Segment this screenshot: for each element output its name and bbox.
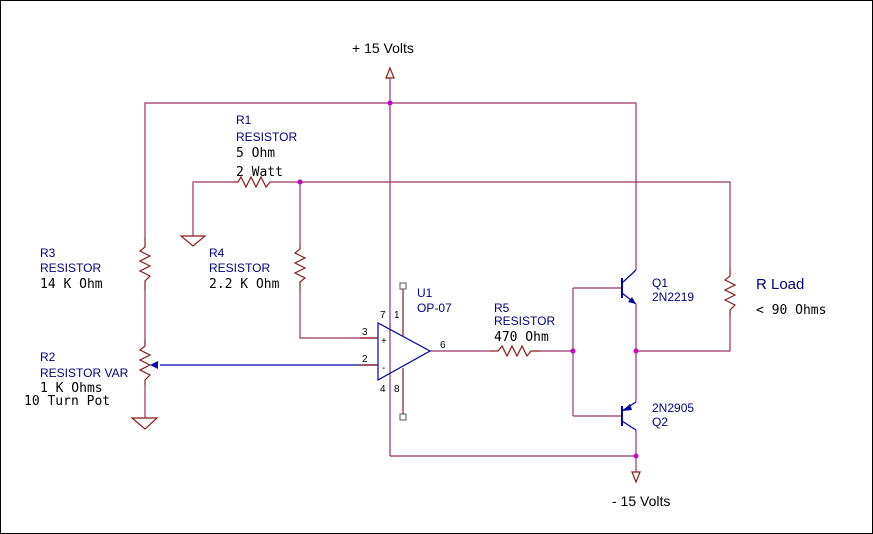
q2-part: 2N2905 — [652, 401, 694, 415]
u1-pin-6: 6 — [440, 340, 446, 351]
r5-value: 470 Ohm — [494, 330, 549, 345]
u1-pin-7: 7 — [380, 310, 386, 321]
r4-type: RESISTOR — [209, 261, 270, 275]
u1-ref: U1 — [417, 286, 433, 300]
r5-type: RESISTOR — [494, 314, 555, 328]
junction-dots — [297, 100, 639, 459]
negative-supply-label: - 15 Volts — [612, 493, 670, 509]
u1-opamp — [360, 282, 432, 421]
q1-part: 2N2219 — [652, 290, 694, 304]
r2-wiper-arrow-icon — [150, 361, 158, 369]
u1-pin-3: 3 — [362, 327, 368, 338]
load-resistor-symbol — [723, 270, 737, 316]
r3-resistor-symbol — [138, 238, 152, 290]
q2-pnp-transistor — [621, 401, 637, 431]
u1-pin-2: 2 — [362, 354, 368, 365]
r2-potentiometer-symbol — [138, 340, 152, 385]
negative-supply-symbol — [631, 471, 641, 484]
r1-resistor-symbol — [234, 175, 271, 189]
r4-value: 2.2 K Ohm — [209, 277, 280, 292]
r2-ref: R2 — [40, 350, 56, 364]
u1-pin-1: 1 — [394, 310, 400, 321]
positive-supply-symbol — [385, 66, 395, 79]
r5-resistor-symbol — [490, 344, 540, 358]
q2-ref: Q2 — [652, 415, 668, 429]
u1-plus-sign: + — [381, 336, 387, 347]
u1-pin-4: 4 — [380, 384, 386, 395]
wiring — [144, 78, 731, 472]
ground-symbol-r1 — [179, 235, 207, 247]
r3-ref: R3 — [40, 246, 56, 260]
q1-npn-transistor — [621, 269, 637, 305]
r3-value: 14 K Ohm — [40, 277, 103, 292]
r2-type: RESISTOR VAR — [40, 366, 129, 380]
load-label: R Load — [756, 276, 804, 293]
r5-ref: R5 — [494, 301, 510, 315]
r1-value: 5 Ohm — [236, 146, 275, 161]
r2-value: 1 K Ohms — [40, 381, 103, 396]
r1-type: RESISTOR — [236, 130, 297, 144]
u1-pin-8: 8 — [394, 384, 400, 395]
load-value: < 90 Ohms — [756, 303, 826, 318]
ground-symbol-r2 — [130, 417, 159, 430]
r3-type: RESISTOR — [40, 261, 101, 275]
r1-rating: 2 Watt — [236, 165, 283, 180]
positive-supply-label: + 15 Volts — [352, 40, 414, 56]
r4-resistor-symbol — [293, 245, 307, 290]
r1-ref: R1 — [236, 113, 252, 127]
u1-part: OP-07 — [417, 301, 452, 315]
r4-ref: R4 — [209, 246, 225, 260]
u1-minus-sign: - — [382, 363, 385, 374]
q1-ref: Q1 — [652, 276, 668, 290]
r2-note: 10 Turn Pot — [24, 394, 110, 409]
